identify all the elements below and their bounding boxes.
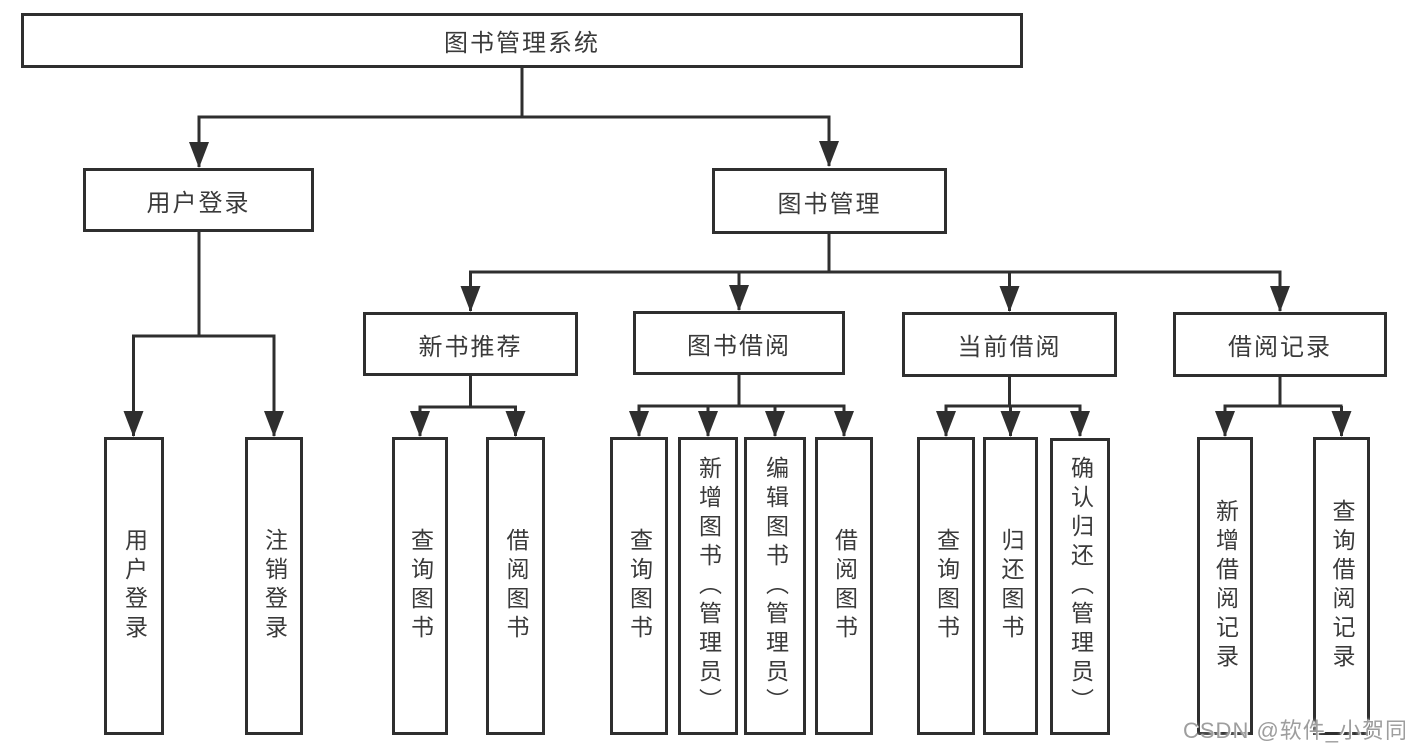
node-current-borrowing-label: 当前借阅 [957,334,1062,361]
leaf-add-book-admin: 新增图书（管理员） [678,437,738,735]
csdn-watermark: CSDN @软件_小贺同学 [1183,718,1405,743]
node-book-borrowing-label: 图书借阅 [687,332,791,360]
node-root-label: 图书管理系统 [444,30,600,57]
node-book-management: 图书管理 [712,168,947,234]
node-borrowing-records: 借阅记录 [1173,312,1387,377]
leaf-logout: 注销登录 [245,437,303,735]
node-root: 图书管理系统 [21,13,1023,68]
node-book-borrowing: 图书借阅 [633,311,845,375]
leaf-query-books-recommend: 查询图书 [392,437,448,735]
node-user-login: 用户登录 [83,168,314,232]
leaf-query-books-borrowing: 查询图书 [610,437,668,735]
node-new-book-recommend: 新书推荐 [363,312,578,376]
leaf-borrow-books-recommend: 借阅图书 [486,437,545,735]
leaf-user-login: 用户登录 [104,437,164,735]
leaf-borrow-books-borrowing: 借阅图书 [815,437,873,735]
node-borrowing-records-label: 借阅记录 [1228,334,1332,361]
node-book-management-label: 图书管理 [777,190,882,218]
leaf-query-books-current: 查询图书 [917,437,975,735]
node-user-login-label: 用户登录 [146,189,251,217]
leaf-query-borrow-record: 查询借阅记录 [1313,437,1370,735]
leaf-return-books: 归还图书 [983,437,1038,735]
node-current-borrowing: 当前借阅 [902,312,1117,377]
node-new-book-recommend-label: 新书推荐 [418,333,523,361]
leaf-edit-book-admin: 编辑图书（管理员） [744,437,806,735]
leaf-confirm-return-admin: 确认归还（管理员） [1050,438,1110,735]
leaf-add-borrow-record: 新增借阅记录 [1197,437,1253,735]
